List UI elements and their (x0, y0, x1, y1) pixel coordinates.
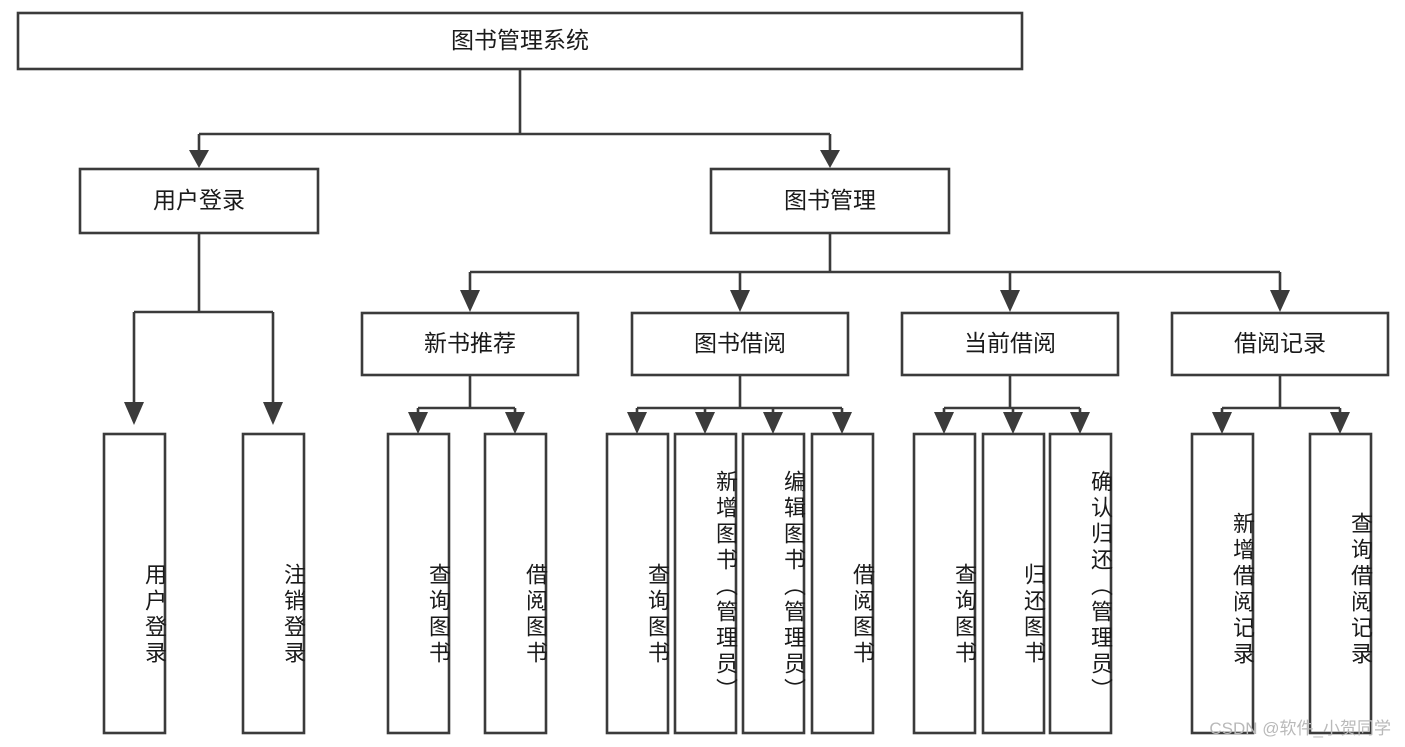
node-root-label: 图书管理系统 (451, 27, 589, 53)
connectors-borrow-record-to-leaves (1212, 376, 1350, 434)
node-leaf-confirm-return-box[interactable] (1048, 432, 1113, 735)
node-borrow-record-box[interactable] (1170, 311, 1390, 377)
connectors-book-borrow-to-leaves (627, 376, 852, 434)
connectors-root-to-level2 (189, 69, 840, 168)
node-current-borrow-box[interactable] (900, 311, 1120, 377)
arrowhead-borrow-record (1270, 290, 1290, 312)
arrowhead-leaf-user-login (124, 402, 144, 425)
arrowhead-leaf-logout (263, 402, 283, 425)
arrowhead-leaf-query-record (1330, 412, 1350, 434)
node-user-login-box[interactable] (78, 167, 320, 235)
csdn-watermark: CSDN @软件_小贺同学 (1209, 719, 1391, 738)
node-leaf-query-book-3-box[interactable] (912, 432, 977, 735)
arrowhead-leaf-return-book (1003, 412, 1023, 434)
node-user-login[interactable]: 用户登录 (78, 167, 320, 235)
connectors-new-book-to-leaves (408, 376, 525, 434)
node-user-login-label: 用户登录 (153, 187, 245, 213)
node-book-borrow[interactable]: 图书借阅 (630, 311, 850, 377)
node-leaf-query-book-2-box[interactable] (605, 432, 670, 735)
node-new-book-recommend-box[interactable] (360, 311, 580, 377)
arrowhead-leaf-add-record (1212, 412, 1232, 434)
arrowhead-leaf-borrow-book-2 (832, 412, 852, 434)
node-leaf-borrow-book-1-box[interactable] (483, 432, 548, 735)
arrowhead-user-login (189, 150, 209, 168)
node-root-box[interactable] (16, 11, 1024, 71)
node-leaf-return-book-box[interactable] (981, 432, 1046, 735)
node-leaf-edit-book-box[interactable] (741, 432, 806, 735)
node-borrow-record-label: 借阅记录 (1234, 330, 1326, 356)
node-book-borrow-box[interactable] (630, 311, 850, 377)
arrowhead-leaf-borrow-book-1 (505, 412, 525, 434)
node-root[interactable]: 图书管理系统 (16, 11, 1024, 71)
arrowhead-leaf-edit-book (763, 412, 783, 434)
arrowhead-leaf-confirm-return (1070, 412, 1090, 434)
node-current-borrow-label: 当前借阅 (964, 330, 1056, 356)
node-leaf-user-login-box[interactable] (102, 432, 167, 735)
arrowhead-leaf-query-book-3 (934, 412, 954, 434)
node-book-management[interactable]: 图书管理 (709, 167, 951, 235)
node-current-borrow[interactable]: 当前借阅 (900, 311, 1120, 377)
arrowhead-current-borrow (1000, 290, 1020, 312)
node-book-borrow-label: 图书借阅 (694, 330, 786, 356)
connectors-current-borrow-to-leaves (934, 376, 1090, 434)
arrowhead-leaf-add-book (695, 412, 715, 434)
node-leaf-query-book-1-box[interactable] (386, 432, 451, 735)
node-leaf-add-book-box[interactable] (673, 432, 738, 735)
node-new-book-recommend-label: 新书推荐 (424, 330, 516, 356)
node-book-management-box[interactable] (709, 167, 951, 235)
arrowhead-new-book-recommend (460, 290, 480, 312)
arrowhead-leaf-query-book-2 (627, 412, 647, 434)
node-leaf-logout-login-box[interactable] (241, 432, 306, 735)
node-leaf-borrow-book-2-box[interactable] (810, 432, 875, 735)
arrowhead-book-borrow (730, 290, 750, 312)
leaf-boxes (102, 432, 1373, 735)
node-new-book-recommend[interactable]: 新书推荐 (360, 311, 580, 377)
node-leaf-query-record-box[interactable] (1308, 432, 1373, 735)
node-leaf-add-record-box[interactable] (1190, 432, 1255, 735)
arrowhead-book-management (820, 150, 840, 168)
arrowhead-leaf-query-book-1 (408, 412, 428, 434)
connectors-user-login-to-leaves (124, 233, 283, 425)
node-book-management-label: 图书管理 (784, 187, 876, 213)
node-borrow-record[interactable]: 借阅记录 (1170, 311, 1390, 377)
connectors-book-management-to-level3 (460, 233, 1290, 312)
